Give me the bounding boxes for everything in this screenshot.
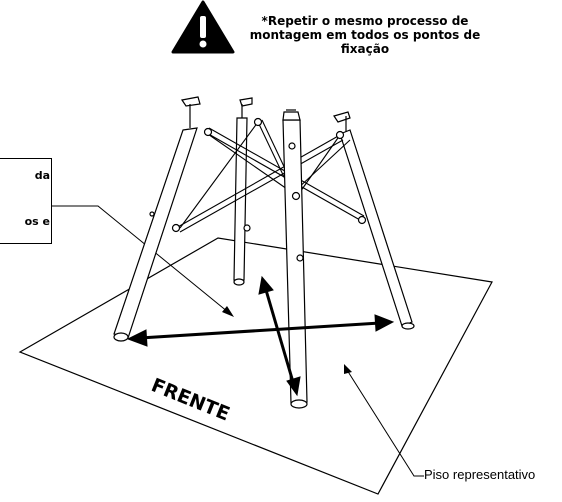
width-double-arrow	[126, 314, 395, 347]
floor-caption-arrowhead	[344, 364, 352, 374]
floor-caption: Piso representativo	[424, 467, 536, 482]
leg-rear-right	[333, 111, 415, 330]
callout-leader-line	[52, 205, 229, 313]
callout-arrowhead	[222, 306, 234, 317]
floor-plane	[18, 237, 493, 495]
callout-box: da os e	[0, 158, 52, 244]
leg-front-center	[282, 109, 308, 409]
cross-wires	[175, 119, 365, 233]
leg-front-left	[113, 96, 201, 342]
warning-triangle-icon	[171, 0, 235, 54]
fixing-points	[149, 117, 367, 262]
floor-caption-leader	[346, 369, 424, 477]
assembly-note: *Repetir o mesmo processo de montagem em…	[240, 14, 490, 56]
callout-text-line-2: os e	[24, 215, 50, 228]
assembly-note-line-1: *Repetir o mesmo processo de	[261, 14, 469, 28]
assembly-note-line-2: montagem em todos os pontos de fixação	[249, 28, 481, 56]
depth-double-arrow	[258, 275, 301, 397]
callout-text-line-1: da	[34, 169, 50, 182]
chair-base-drawing	[113, 96, 415, 409]
